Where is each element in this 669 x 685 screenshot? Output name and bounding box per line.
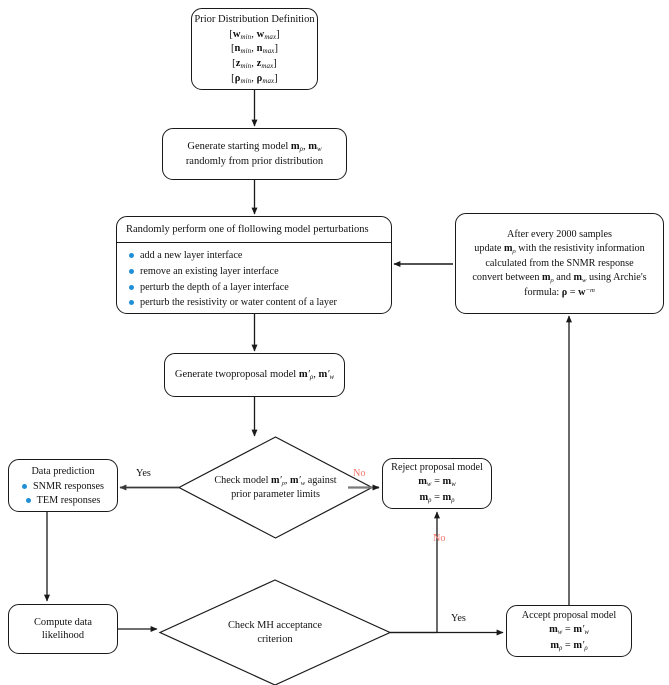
mh-check-line-2: criterion <box>257 633 293 645</box>
bullet-dot-icon <box>129 300 134 306</box>
mh-check-label: Check MH acceptance criterion <box>228 619 322 647</box>
compute-line-1: Compute data <box>33 616 92 628</box>
proposal-line-1: Generate twoproposal model m′ρ, m′w <box>174 368 335 381</box>
archie-line-4: convert between mρ and mw using Archie's <box>472 271 647 284</box>
prior-row-rho: [ρmin, ρmax] <box>231 73 278 85</box>
perturb-header: Randomly perform one of flollowing model… <box>117 217 391 244</box>
perturb-bullet-0: add a new layer interface <box>140 250 243 262</box>
data-prediction-title: Data prediction <box>31 466 95 478</box>
edge-label-mh-no: No <box>433 533 446 544</box>
node-prior-distribution[interactable]: Prior Distribution Definition [wmin, wma… <box>191 8 318 90</box>
accept-eq-1: mw = m′w <box>549 623 589 636</box>
perturb-bullet-1: remove an existing layer interface <box>140 265 279 277</box>
bullet-dot-icon <box>25 497 31 503</box>
reject-title: Reject proposal model <box>391 462 483 474</box>
edge-label-mh-yes: Yes <box>451 613 466 624</box>
node-accept-proposal-model[interactable]: Accept proposal model mw = m′w mρ = m′ρ <box>506 605 632 657</box>
start-line-2: randomly from prior distribution <box>185 155 324 167</box>
accept-eq-2: mρ = m′ρ <box>550 639 588 652</box>
prior-title: Prior Distribution Definition <box>194 14 315 26</box>
start-line-1: Generate starting model mρ, mw <box>187 140 322 153</box>
decision-prior-parameter-limits[interactable]: Check model m′ρ, m′w against prior param… <box>179 437 372 538</box>
archie-line-2: update mρ with the resistivity informati… <box>474 242 645 255</box>
list-item: remove an existing layer interface <box>129 265 391 278</box>
decision-mh-acceptance[interactable]: Check MH acceptance criterion <box>160 580 390 685</box>
reject-eq-2: mρ = mρ <box>419 492 455 504</box>
accept-title: Accept proposal model <box>521 609 617 621</box>
list-item: perturb the resistivity or water content… <box>129 296 391 309</box>
archie-line-5: formula: ρ = w−m <box>524 287 595 299</box>
prior-row-z: [zmin, zmax] <box>232 58 277 71</box>
archie-line-1: After every 2000 samples <box>507 228 612 240</box>
prior-check-line-1: Check model m′ρ, m′w against <box>214 474 337 487</box>
edge-label-prior-check-yes: Yes <box>136 468 151 479</box>
bullet-dot-icon <box>129 253 134 259</box>
prior-check-line-2: prior parameter limits <box>231 489 320 501</box>
node-model-perturbations[interactable]: Randomly perform one of flollowing model… <box>116 216 392 314</box>
bullet-dot-icon <box>129 269 134 274</box>
node-reject-proposal-model[interactable]: Reject proposal model mw = mw mρ = mρ <box>382 458 492 509</box>
perturb-bullet-3: perturb the resistivity or water content… <box>140 297 337 309</box>
node-generate-starting-model[interactable]: Generate starting model mρ, mw randomly … <box>162 128 347 180</box>
compute-line-2: likelihood <box>41 630 85 641</box>
node-compute-data-likelihood[interactable]: Compute data likelihood <box>8 604 118 654</box>
perturb-bullet-2: perturb the depth of a layer interface <box>140 281 289 293</box>
bullet-dot-icon <box>21 483 27 489</box>
list-item: SNMR responses <box>21 480 105 493</box>
bullet-dot-icon <box>129 284 134 290</box>
data-prediction-bullet-0: SNMR responses <box>32 480 105 492</box>
node-generate-proposal-model[interactable]: Generate twoproposal model m′ρ, m′w <box>164 353 345 397</box>
data-prediction-bullet-1: TEM responses <box>36 494 101 506</box>
node-data-prediction[interactable]: Data prediction SNMR responses TEM respo… <box>8 459 118 512</box>
list-item: perturb the depth of a layer interface <box>129 281 391 294</box>
mh-check-line-1: Check MH acceptance <box>227 619 323 631</box>
reject-eq-1: mw = mw <box>418 476 456 489</box>
node-archie-update[interactable]: After every 2000 samples update mρ with … <box>455 213 664 314</box>
list-item: TEM responses <box>25 494 101 507</box>
list-item: add a new layer interface <box>129 249 391 262</box>
prior-check-label: Check model m′ρ, m′w against prior param… <box>214 474 336 502</box>
archie-line-3: calculated from the SNMR response <box>485 257 634 269</box>
perturb-bullet-list: add a new layer interface remove an exis… <box>117 243 391 311</box>
prior-row-w: [wmin, wmax] <box>229 28 280 41</box>
prior-row-n: [nmin, nmax] <box>230 43 279 56</box>
edge-label-prior-check-no: No <box>353 468 366 479</box>
